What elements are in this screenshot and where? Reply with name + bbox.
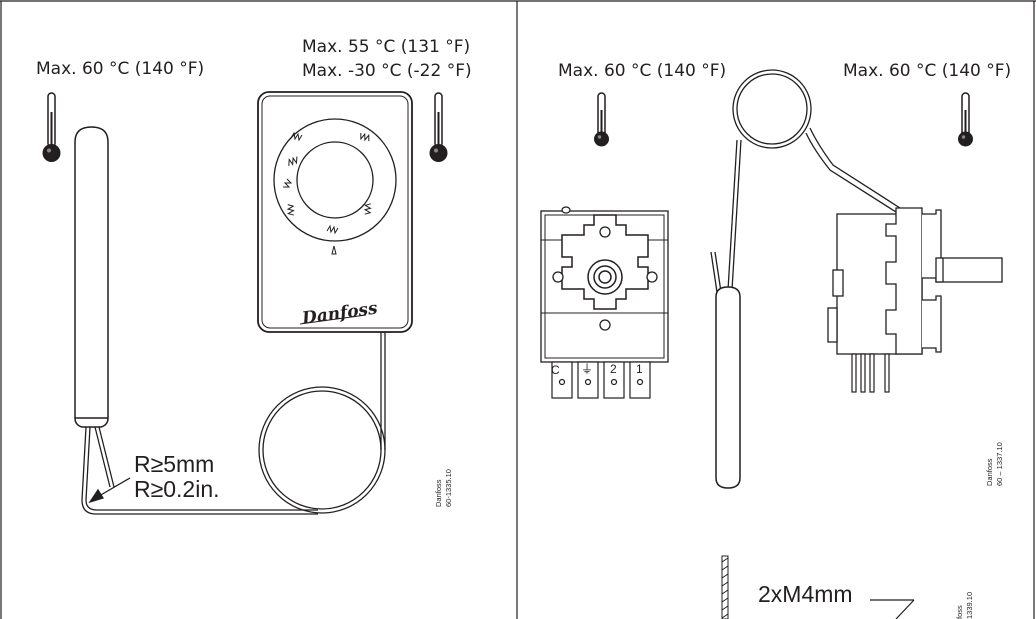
thermometer-icon <box>42 92 61 162</box>
side-view-pins <box>851 353 890 393</box>
figure-caption-code: 60 – 1337.10 <box>995 442 1004 486</box>
terminal-block <box>551 361 651 399</box>
max-temp-label-right-line1: Max. 55 °C (131 °F) <box>302 37 470 57</box>
dial-scale-marks <box>283 131 372 255</box>
temperature-dial <box>273 118 397 242</box>
thermometer-icon <box>429 92 448 162</box>
max-temp-label-right-line2: Max. -30 °C (-22 °F) <box>302 61 472 81</box>
bend-radius-in: R≥0.2in. <box>134 476 220 502</box>
figure-caption-brand: Danfoss <box>985 458 994 486</box>
capillary-tube <box>81 330 386 515</box>
screw-leader-line <box>870 599 915 619</box>
terminal-label-2: 2 <box>610 362 617 376</box>
screw-size-label: 2xM4mm <box>758 581 853 607</box>
mounting-plate-edge <box>721 555 729 619</box>
max-temp-label-left: Max. 60 °C (140 °F) <box>36 59 204 79</box>
thermostat-side-view <box>827 207 1003 355</box>
figure-caption-code: 1339.10 <box>965 592 974 619</box>
terminal-label-ground: ⏚ <box>581 362 593 376</box>
capillary-tube <box>710 69 901 293</box>
terminal-label-c: C <box>551 363 560 377</box>
figure-caption-brand: foss <box>955 605 964 619</box>
terminal-label-1: 1 <box>636 362 643 376</box>
max-temp-label-left: Max. 60 °C (140 °F) <box>558 61 726 81</box>
figure-caption-code: 60-1335.10 <box>444 469 453 507</box>
thermometer-icon <box>958 92 973 147</box>
logo-underline <box>299 314 367 325</box>
bend-radius-mm: R≥5mm <box>134 451 214 477</box>
thermostat-housing <box>257 91 413 333</box>
sensor-bulb <box>74 126 109 428</box>
thermometer-icon <box>594 92 609 147</box>
sensor-bulb <box>715 286 741 489</box>
max-temp-label-right: Max. 60 °C (140 °F) <box>843 61 1011 81</box>
bend-radius-arrow <box>88 477 131 504</box>
figure-caption-brand: Danfoss <box>434 479 443 507</box>
thermostat-front-view <box>540 206 669 363</box>
